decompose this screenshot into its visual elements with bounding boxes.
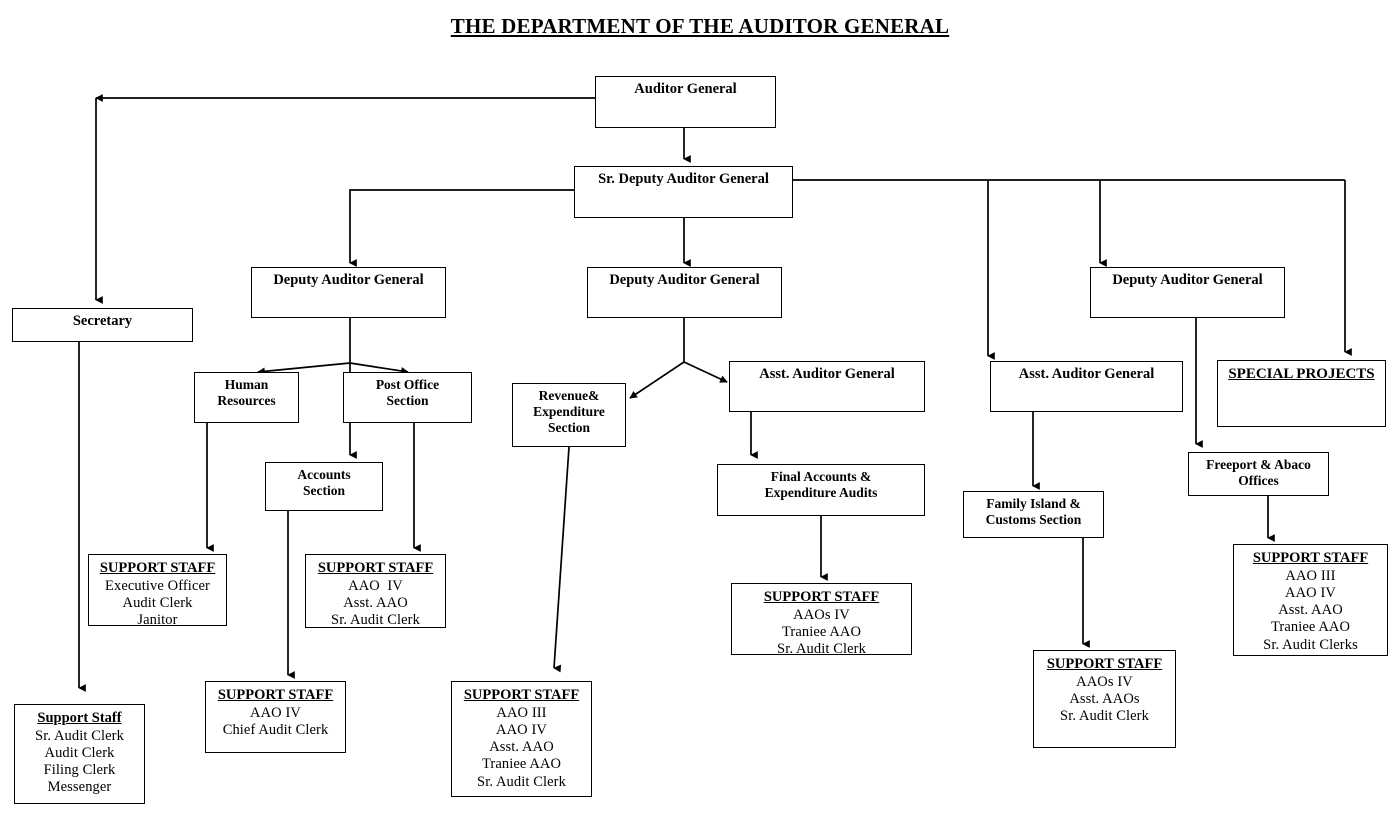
- node-label: Freeport & Abaco: [1206, 457, 1311, 472]
- staff-line: Traniee AAO: [1270, 619, 1351, 636]
- node-label: Final Accounts &: [770, 469, 872, 484]
- node-label: Asst. Auditor General: [1018, 366, 1155, 382]
- node-label: Revenue&: [538, 388, 600, 403]
- staff-line: Sr. Audit Clerks: [1263, 636, 1358, 653]
- node-sr-deputy-auditor-general[interactable]: Sr. Deputy Auditor General: [574, 166, 793, 218]
- staff-line: Asst. AAO: [343, 595, 408, 612]
- node-post-office-section[interactable]: Post Office Section: [343, 372, 472, 423]
- staff-line: Janitor: [137, 612, 178, 629]
- node-accounts-section[interactable]: Accounts Section: [265, 462, 383, 511]
- node-freeport-abaco-offices[interactable]: Freeport & Abaco Offices: [1188, 452, 1329, 496]
- node-label: Deputy Auditor General: [1112, 272, 1263, 288]
- staff-line: Asst. AAO: [489, 739, 554, 756]
- staff-line: AAO III: [1285, 568, 1336, 585]
- node-asst-auditor-general-right[interactable]: Asst. Auditor General: [990, 361, 1183, 412]
- staff-line: AAOs IV: [1076, 674, 1133, 691]
- node-support-staff-secretary[interactable]: Support Staff Sr. Audit Clerk Audit Cler…: [14, 704, 145, 804]
- node-support-staff-freeport[interactable]: SUPPORT STAFF AAO III AAO IV Asst. AAO T…: [1233, 544, 1388, 656]
- node-family-island-customs-section[interactable]: Family Island & Customs Section: [963, 491, 1104, 538]
- staff-line: AAOs IV: [793, 607, 850, 624]
- node-support-staff-accounts[interactable]: SUPPORT STAFF AAO IV Chief Audit Clerk: [205, 681, 346, 753]
- staff-heading: SUPPORT STAFF: [1252, 550, 1369, 566]
- node-auditor-general[interactable]: Auditor General: [595, 76, 776, 128]
- staff-line: Sr. Audit Clerk: [331, 612, 420, 629]
- node-deputy-auditor-general-left[interactable]: Deputy Auditor General: [251, 267, 446, 318]
- special-projects-heading: SPECIAL PROJECTS: [1228, 366, 1375, 382]
- staff-heading: Support Staff: [37, 710, 122, 726]
- node-final-accounts-expenditure-audits[interactable]: Final Accounts & Expenditure Audits: [717, 464, 925, 516]
- node-asst-auditor-general-center[interactable]: Asst. Auditor General: [729, 361, 925, 412]
- node-label: Family Island &: [986, 496, 1081, 511]
- node-label: Expenditure Audits: [764, 484, 878, 500]
- node-label: Deputy Auditor General: [609, 272, 760, 288]
- node-human-resources[interactable]: Human Resources: [194, 372, 299, 423]
- node-support-staff-post-office[interactable]: SUPPORT STAFF AAO IV Asst. AAO Sr. Audit…: [305, 554, 446, 628]
- node-label: Offices: [1238, 472, 1279, 488]
- node-revenue-expenditure-section[interactable]: Revenue& Expenditure Section: [512, 383, 626, 447]
- staff-line: Traniee AAO: [481, 756, 562, 773]
- node-secretary[interactable]: Secretary: [12, 308, 193, 342]
- node-deputy-auditor-general-center[interactable]: Deputy Auditor General: [587, 267, 782, 318]
- node-label: Accounts: [297, 467, 351, 482]
- node-label: Section: [548, 419, 590, 435]
- staff-heading: SUPPORT STAFF: [317, 560, 434, 576]
- staff-line: AAO IV: [348, 578, 403, 595]
- staff-heading: SUPPORT STAFF: [463, 687, 580, 703]
- staff-line: Sr. Audit Clerk: [1060, 708, 1149, 725]
- node-support-staff-human-resources[interactable]: SUPPORT STAFF Executive Officer Audit Cl…: [88, 554, 227, 629]
- staff-heading: SUPPORT STAFF: [1046, 656, 1163, 672]
- node-label: Human: [224, 377, 269, 392]
- staff-line: Messenger: [47, 779, 112, 796]
- staff-line: Filing Clerk: [43, 762, 116, 779]
- node-label: Deputy Auditor General: [273, 272, 424, 288]
- staff-line: Sr. Audit Clerk: [777, 641, 866, 658]
- staff-line: Executive Officer: [105, 578, 210, 595]
- staff-line: Sr. Audit Clerk: [35, 728, 124, 745]
- staff-line: Audit Clerk: [44, 745, 115, 762]
- staff-heading: SUPPORT STAFF: [763, 589, 880, 605]
- node-label: Post Office: [375, 377, 440, 392]
- node-label: Sr. Deputy Auditor General: [598, 171, 769, 187]
- staff-line: Asst. AAO: [1278, 602, 1343, 619]
- node-label: Expenditure: [533, 403, 605, 419]
- node-label: Resources: [217, 392, 276, 408]
- staff-line: Asst. AAOs: [1069, 691, 1140, 708]
- node-label: Customs Section: [985, 511, 1082, 527]
- node-label: Secretary: [72, 313, 133, 329]
- staff-line: AAO IV: [250, 705, 301, 722]
- node-support-staff-revenue[interactable]: SUPPORT STAFF AAO III AAO IV Asst. AAO T…: [451, 681, 592, 797]
- staff-line: Chief Audit Clerk: [222, 722, 329, 739]
- staff-line: Sr. Audit Clerk: [477, 773, 566, 790]
- staff-heading: SUPPORT STAFF: [99, 560, 216, 576]
- staff-line: AAO III: [496, 705, 547, 722]
- staff-heading: SUPPORT STAFF: [217, 687, 334, 703]
- node-deputy-auditor-general-right[interactable]: Deputy Auditor General: [1090, 267, 1285, 318]
- node-support-staff-family-island[interactable]: SUPPORT STAFF AAOs IV Asst. AAOs Sr. Aud…: [1033, 650, 1176, 748]
- node-label: Section: [303, 482, 345, 498]
- staff-line: Traniee AAO: [781, 624, 862, 641]
- staff-line: Audit Clerk: [122, 595, 193, 612]
- staff-line: AAO IV: [1285, 585, 1336, 602]
- node-label: Section: [386, 392, 429, 408]
- page-title: THE DEPARTMENT OF THE AUDITOR GENERAL: [450, 14, 950, 38]
- node-special-projects[interactable]: SPECIAL PROJECTS: [1217, 360, 1386, 427]
- node-label: Auditor General: [634, 81, 737, 97]
- node-label: Asst. Auditor General: [759, 366, 895, 382]
- node-support-staff-final-accounts[interactable]: SUPPORT STAFF AAOs IV Traniee AAO Sr. Au…: [731, 583, 912, 658]
- staff-line: AAO IV: [496, 722, 547, 739]
